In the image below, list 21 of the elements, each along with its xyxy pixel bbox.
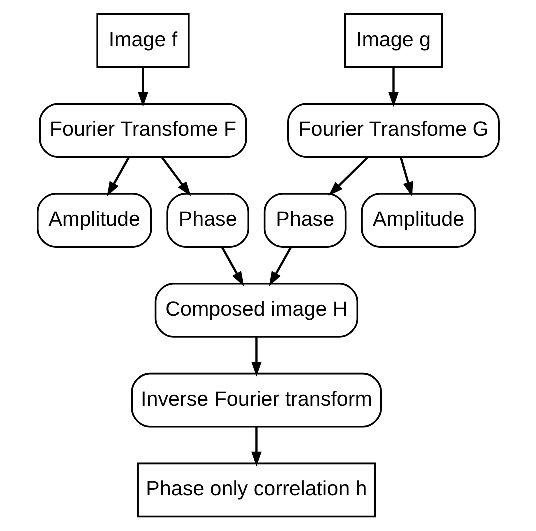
arrow <box>106 156 130 197</box>
node-box: Image g <box>344 13 443 68</box>
arrow <box>399 157 413 197</box>
node-box: Fourier Transfome G <box>287 103 500 158</box>
node-box: Phase <box>263 193 346 248</box>
node-box: Fourier Transfome F <box>38 103 247 158</box>
arrow <box>268 246 292 286</box>
node-box: Phase <box>166 193 249 248</box>
node-box: Image f <box>96 13 190 68</box>
arrow <box>251 337 262 377</box>
node-box: Composed image H <box>154 283 358 338</box>
arrow <box>328 156 368 196</box>
arrow <box>388 67 398 108</box>
arrow <box>138 67 148 108</box>
arrow <box>220 246 244 286</box>
node-box: Phase only correlation h <box>136 462 376 518</box>
arrow <box>251 426 262 467</box>
arrow <box>160 156 191 196</box>
node-box: Inverse Fourier transform <box>130 372 382 428</box>
node-box: Amplitude <box>36 193 152 248</box>
node-box: Amplitude <box>360 193 476 248</box>
